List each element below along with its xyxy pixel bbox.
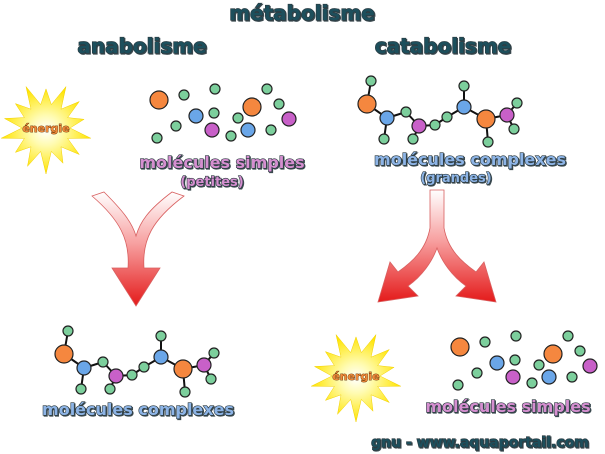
green-atom — [407, 133, 419, 145]
blue-atom — [153, 349, 169, 365]
magenta-atom — [204, 122, 220, 138]
complex-molecules-label-bottom: molécules complexes — [42, 400, 234, 419]
green-atom — [574, 345, 586, 357]
green-atom — [526, 377, 538, 389]
green-atom — [209, 83, 221, 95]
energy-label-top: énergie — [22, 122, 69, 135]
green-atom — [452, 379, 464, 391]
energy-starburst-bottom: énergie — [311, 334, 401, 423]
catabolism-arrow — [377, 189, 497, 303]
blue-atom — [240, 122, 256, 138]
green-atom — [510, 330, 522, 342]
simple-molecules-sublabel: (petites) — [180, 175, 243, 190]
blue-atom — [379, 110, 395, 126]
green-atom — [265, 124, 277, 136]
green-atom — [400, 106, 412, 118]
magenta-atom — [281, 111, 297, 127]
green-atom — [261, 83, 273, 95]
complex-molecule-top — [357, 75, 523, 148]
anabolism-heading: anabolisme — [77, 34, 206, 58]
green-atom — [126, 369, 138, 381]
orange-atom — [476, 109, 496, 129]
green-atom — [232, 112, 244, 124]
green-atom — [138, 361, 150, 373]
green-atom — [178, 89, 190, 101]
magenta-atom — [108, 368, 124, 384]
green-atom — [97, 356, 109, 368]
green-atom — [151, 132, 163, 144]
green-atom — [104, 383, 116, 395]
green-atom — [508, 123, 520, 135]
blue-atom — [188, 108, 204, 124]
green-atom — [225, 130, 237, 142]
anabolism-arrow — [91, 191, 185, 307]
blue-atom — [456, 99, 472, 115]
orange-atom — [357, 94, 377, 114]
green-atom — [179, 386, 191, 398]
green-atom — [429, 119, 441, 131]
green-atom — [479, 336, 491, 348]
green-atom — [566, 371, 578, 383]
magenta-atom — [505, 369, 521, 385]
green-atom — [155, 330, 167, 342]
green-atom — [511, 97, 523, 109]
green-atom — [62, 325, 74, 337]
green-atom — [205, 373, 217, 385]
orange-atom — [54, 344, 74, 364]
magenta-atom — [196, 357, 212, 373]
complex-molecules-label-top: molécules complexes — [374, 150, 566, 169]
green-atom — [208, 347, 220, 359]
green-atom — [208, 107, 220, 119]
green-atom — [441, 111, 453, 123]
simple-molecules-bottom — [450, 330, 598, 391]
diagram-title: métabolisme — [229, 1, 375, 25]
credit-text: gnu - www.aquaportail.com — [371, 435, 589, 451]
blue-atom — [76, 360, 92, 376]
green-atom — [471, 367, 483, 379]
green-atom — [458, 80, 470, 92]
green-atom — [482, 136, 494, 148]
magenta-atom — [582, 358, 598, 374]
green-atom — [378, 133, 390, 145]
orange-atom — [173, 359, 193, 379]
green-atom — [365, 75, 377, 87]
orange-atom — [450, 337, 470, 357]
blue-atom — [489, 355, 505, 371]
orange-atom — [242, 97, 262, 117]
simple-molecules-label-top: molécules simples — [139, 153, 304, 172]
orange-atom — [149, 90, 169, 110]
green-atom — [170, 120, 182, 132]
magenta-atom — [411, 118, 427, 134]
green-atom — [509, 354, 521, 366]
blue-atom — [541, 369, 557, 385]
magenta-atom — [499, 107, 515, 123]
energy-starburst-top: énergie — [1, 86, 91, 175]
catabolism-heading: catabolisme — [375, 34, 511, 58]
orange-atom — [543, 344, 563, 364]
complex-molecule-bottom — [54, 325, 220, 398]
green-atom — [273, 98, 285, 110]
green-atom — [75, 383, 87, 395]
simple-molecules-label-bottom: molécules simples — [425, 397, 590, 416]
complex-molecules-sublabel: (grandes) — [420, 171, 492, 186]
simple-molecules-top — [149, 83, 297, 144]
green-atom — [533, 359, 545, 371]
energy-label-bottom: énergie — [332, 370, 379, 383]
green-atom — [562, 330, 574, 342]
